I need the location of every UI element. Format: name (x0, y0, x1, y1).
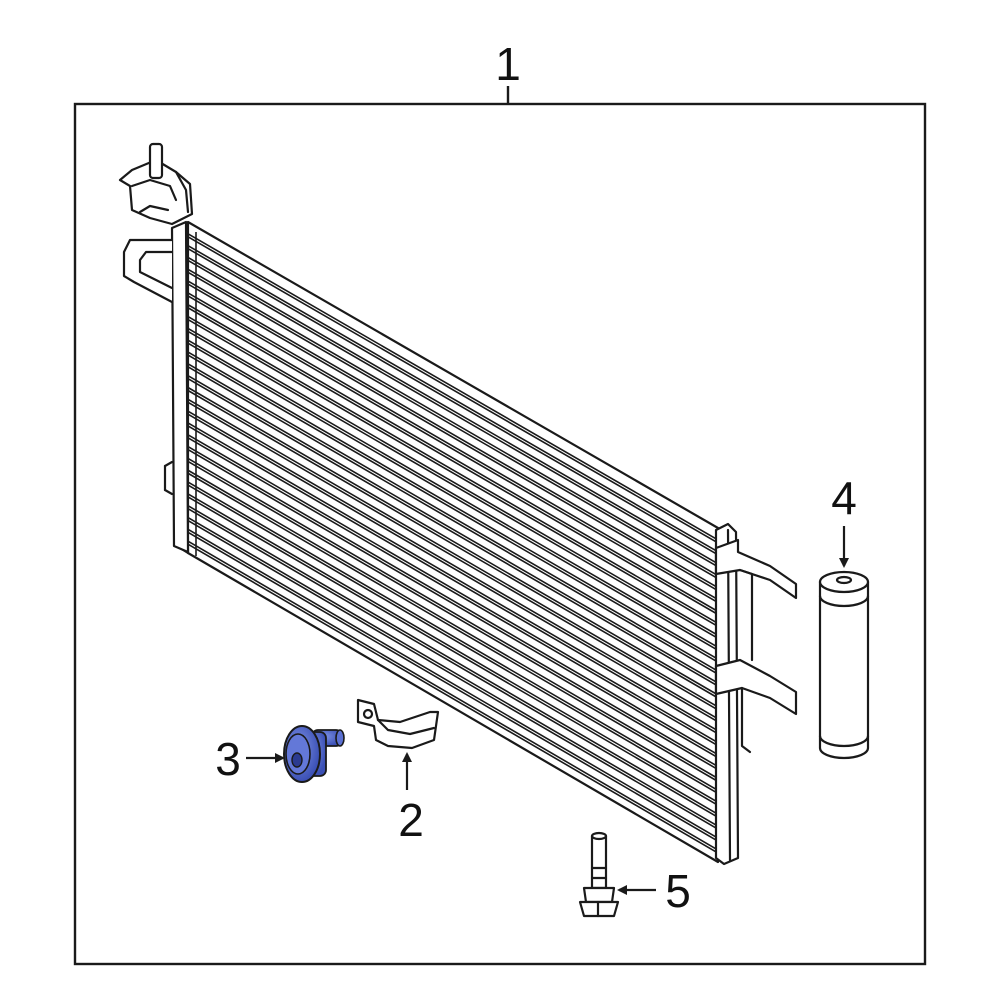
condenser-fin (187, 516, 719, 827)
condenser-fin (187, 505, 719, 815)
condenser-fin (187, 351, 719, 660)
condenser-fin (187, 233, 719, 541)
condenser-fin (187, 268, 719, 577)
condenser-fin (187, 540, 719, 851)
condenser-fin (187, 543, 719, 854)
condenser-fin (187, 374, 719, 684)
callout-2-label[interactable]: 2 (398, 794, 424, 846)
condenser-fin (187, 460, 719, 771)
condenser-fin (187, 330, 719, 640)
condenser-fin (187, 531, 719, 842)
callout-3-label[interactable]: 3 (215, 733, 241, 785)
condenser-fin (187, 366, 719, 675)
condenser-fin (187, 410, 719, 720)
condenser-fin (187, 508, 719, 818)
condenser-fin (187, 493, 719, 804)
condenser-fin (187, 244, 719, 553)
assembly-frame (73, 102, 927, 966)
condenser-fin (187, 259, 719, 568)
condenser-fin (187, 354, 719, 663)
condenser-fin (187, 315, 719, 625)
condenser-fin (187, 292, 719, 601)
condenser-fin (187, 327, 719, 637)
condenser-fin (187, 247, 719, 556)
condenser-fin (187, 236, 719, 544)
part-2-clamp (356, 698, 440, 750)
condenser-fin (187, 271, 719, 580)
condenser-fin (187, 484, 719, 795)
callout-5-label[interactable]: 5 (665, 865, 691, 917)
condenser-fin (187, 422, 719, 732)
condenser-fin (187, 401, 719, 711)
condenser-fin (187, 413, 719, 723)
condenser-fin (187, 386, 719, 696)
condenser-fin (187, 307, 719, 616)
condenser-fin (187, 496, 719, 807)
condenser-fin (187, 283, 719, 592)
condenser-fins (187, 232, 719, 854)
condenser-fin (187, 437, 719, 747)
condenser-fin (187, 434, 719, 744)
callout-1-label[interactable]: 1 (495, 38, 521, 90)
condenser-core (178, 220, 720, 864)
condenser-fin (187, 389, 719, 699)
part-4-receiver-drier (818, 570, 870, 760)
condenser-fin (187, 519, 719, 830)
condenser-fin (187, 445, 719, 756)
part-5-bolt (578, 831, 620, 918)
condenser-fin (187, 304, 719, 613)
condenser-fin (187, 339, 719, 648)
left-tank (118, 142, 194, 554)
condenser-fin (187, 472, 719, 783)
condenser-fin (187, 318, 719, 628)
condenser-fin (187, 256, 719, 565)
right-tank (714, 522, 798, 866)
condenser-fin (187, 425, 719, 735)
condenser-fin (187, 528, 719, 839)
condenser-fin (187, 398, 719, 708)
condenser-fin (187, 448, 719, 759)
condenser-fin (187, 469, 719, 780)
condenser-fin (187, 280, 719, 589)
condenser-fin (187, 363, 719, 672)
part-3-flange-bolt (283, 725, 345, 783)
callout-4-label[interactable]: 4 (831, 472, 857, 524)
condenser-fin (187, 457, 719, 768)
condenser-fin (187, 295, 719, 604)
condenser-fin (187, 342, 719, 651)
condenser-fin (187, 377, 719, 687)
condenser-fin (187, 481, 719, 792)
